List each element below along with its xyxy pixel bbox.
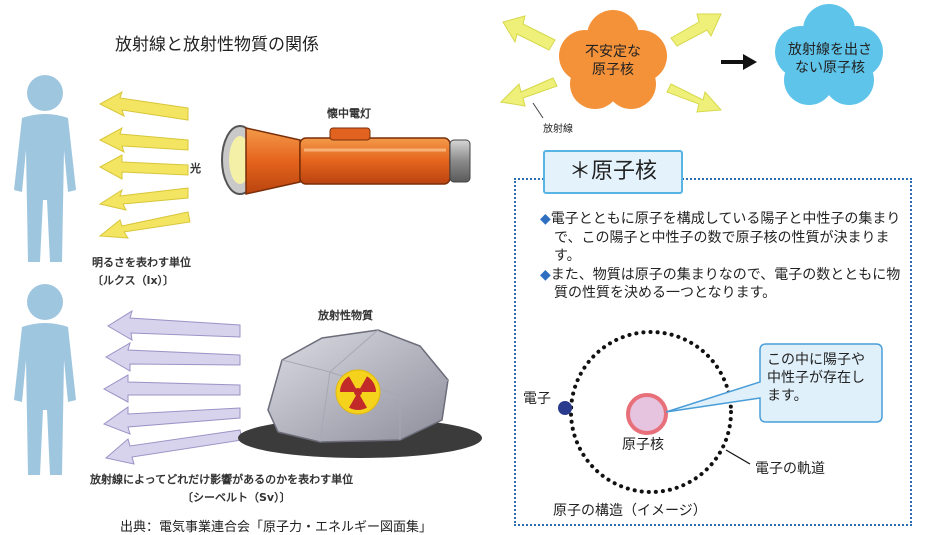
unstable-nucleus-label: 不安定な 原子核 xyxy=(563,43,663,79)
radioactive-material-label: 放射性物質 xyxy=(317,308,373,322)
radiation-illustration: 懐中電灯 光 放射性物質 xyxy=(14,75,482,475)
radiation-label: 放射線 xyxy=(543,124,573,135)
flashlight-icon xyxy=(221,125,471,195)
stable-label-line2: ない原子核 xyxy=(795,60,865,76)
figure-title: 放射線と放射性物質の関係 xyxy=(115,35,319,55)
transition-arrow-icon xyxy=(721,54,757,70)
orbit-label: 電子の軌道 xyxy=(755,461,825,477)
radiation-ray-arrows xyxy=(499,13,723,113)
nucleus-label: 原子核 xyxy=(622,437,664,453)
light-arrows xyxy=(98,90,191,239)
callout-line-3: ます。 xyxy=(767,388,808,404)
nucleus-heading: ＊原子核 xyxy=(543,150,683,194)
atom-structure-diagram xyxy=(558,330,883,494)
electron-dot xyxy=(558,401,572,415)
description-paragraph-2: ◆また、物質は原子の集まりなので、電子の数とともに物質の性質を決める一つとなりま… xyxy=(540,266,908,303)
radiation-symbol-icon xyxy=(335,369,381,415)
radiation-unit-line1: 放射線によってどれだけ影響があるのかを表わす単位 xyxy=(90,473,354,486)
paragraph-2-text: また、物質は原子の集まりなので、電子の数とともに物質の性質を決める一つとなります… xyxy=(550,266,901,302)
nucleus-circle xyxy=(626,393,668,435)
callout-line-1: この中に陽子や xyxy=(767,352,865,368)
electron-label: 電子 xyxy=(523,391,551,407)
brightness-unit-line1: 明るさを表わす単位 xyxy=(92,256,191,269)
stable-nucleus-cloud xyxy=(775,4,883,105)
unstable-nucleus-cloud xyxy=(559,10,667,109)
stable-nucleus-label: 放射線を出さ ない原子核 xyxy=(775,41,885,77)
light-label: 光 xyxy=(189,161,201,175)
brightness-unit-line2: 〔ルクス（lx）〕 xyxy=(92,274,175,287)
nucleus-callout-bubble xyxy=(665,343,883,423)
orbit-label-pointer xyxy=(725,449,751,465)
nucleus-description: ◆電子とともに原子を構成している陽子と中性子の集まりで、この陽子と中性子の数で原… xyxy=(540,210,908,303)
atom-structure-caption: 原子の構造（イメージ） xyxy=(553,503,707,519)
unstable-label-line1: 不安定な xyxy=(585,44,641,60)
source-credit: 出典：電気事業連合会「原子力・エネルギー図面集」 xyxy=(120,520,433,535)
radiation-unit-line2: 〔シーベルト（Sv）〕 xyxy=(182,491,291,504)
description-paragraph-1: ◆電子とともに原子を構成している陽子と中性子の集まりで、この陽子と中性子の数で原… xyxy=(540,210,908,266)
nucleus-callout-text: この中に陽子や 中性子が存在し ます。 xyxy=(767,351,877,405)
stable-label-line1: 放射線を出さ xyxy=(788,42,872,58)
person-bottom-icon xyxy=(14,284,76,475)
nucleus-transition-diagram xyxy=(499,4,883,119)
unstable-label-line2: 原子核 xyxy=(592,62,634,78)
radiation-arrows xyxy=(102,309,243,465)
paragraph-1-text: 電子とともに原子を構成している陽子と中性子の集まりで、この陽子と中性子の数で原子… xyxy=(550,211,901,264)
diamond-bullet-icon: ◆ xyxy=(540,266,551,283)
person-top-icon xyxy=(14,75,76,262)
flashlight-label: 懐中電灯 xyxy=(327,106,371,120)
radiation-label-pointer xyxy=(532,102,544,119)
nucleus-explanation-box xyxy=(514,178,912,526)
callout-line-2: 中性子が存在し xyxy=(767,370,865,386)
electron-orbit xyxy=(569,330,733,494)
diamond-bullet-icon: ◆ xyxy=(540,211,551,227)
